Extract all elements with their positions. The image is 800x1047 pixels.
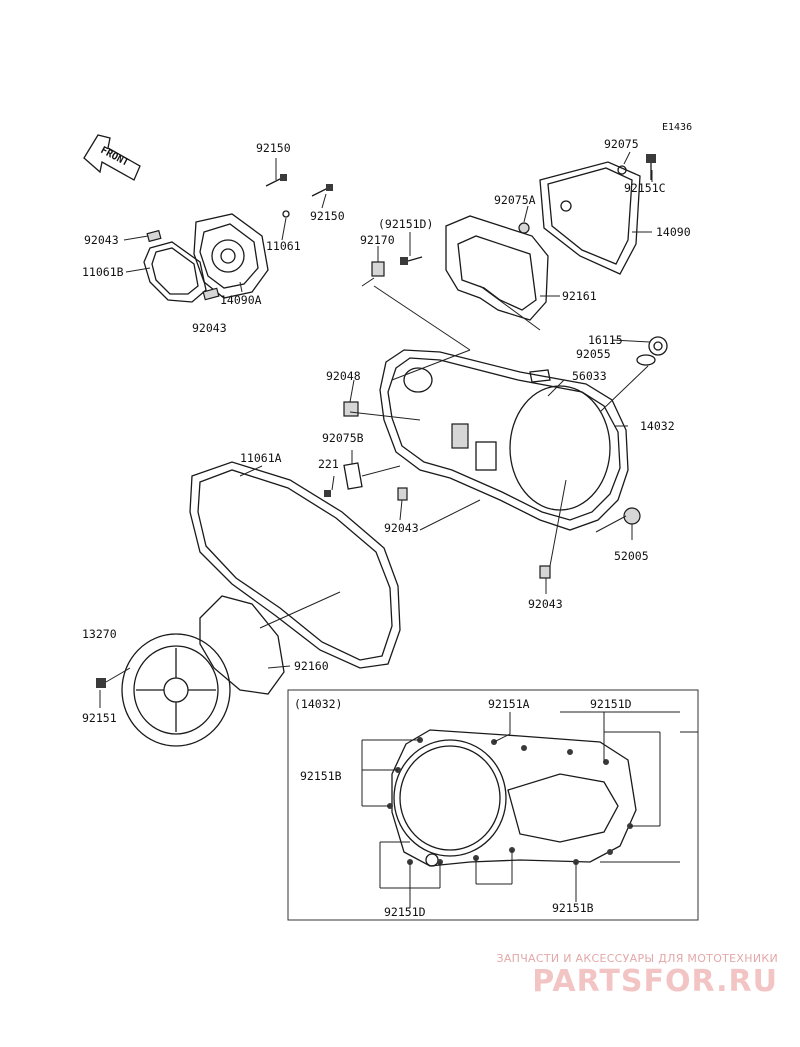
label-92151b-bottom: 92151B [552, 901, 594, 915]
plate-92160 [199, 595, 285, 695]
label-92043-top: 92043 [84, 233, 119, 247]
label-11061: 11061 [266, 239, 301, 253]
bolt-92150-left [265, 174, 287, 187]
label-14032: 14032 [640, 419, 675, 433]
label-13270: 13270 [82, 627, 117, 641]
bolt-92151 [96, 678, 106, 688]
inset-label: (14032) [294, 697, 342, 711]
label-11061a: 11061A [240, 451, 282, 465]
washer-92075 [617, 165, 627, 175]
leader-lines [99, 151, 653, 708]
label-11061b: 11061B [82, 265, 124, 279]
label-92043-bottom: 92043 [528, 597, 563, 611]
label-92075a: 92075A [494, 193, 536, 207]
cover-13270 [121, 633, 231, 747]
label-92170: 92170 [360, 233, 395, 247]
label-92075: 92075 [604, 137, 639, 151]
label-92055: 92055 [576, 347, 611, 361]
bolt-92151d-top [400, 256, 423, 265]
bushing-92048 [343, 401, 359, 417]
label-14090: 14090 [656, 225, 691, 239]
label-52005: 52005 [614, 549, 649, 563]
oring-92055 [636, 354, 656, 366]
label-92151a: 92151A [488, 697, 530, 711]
label-221: 221 [318, 457, 339, 471]
dowel-92043-bottom [202, 287, 220, 301]
inset-leader-lines [361, 711, 698, 908]
label-92048: 92048 [326, 369, 361, 383]
bolt-92150-right [311, 184, 333, 197]
bracket-92075b [343, 462, 363, 490]
gasket-11061b [143, 241, 207, 303]
oring-11061 [282, 210, 290, 218]
label-92150-right: 92150 [310, 209, 345, 223]
label-92075b: 92075B [322, 431, 364, 445]
label-14090a: 14090A [220, 293, 262, 307]
dowel-92043-top [146, 229, 162, 243]
pump-cover-14090a [193, 213, 269, 299]
label-92151b-left: 92151B [300, 769, 342, 783]
label-92151d-top: 92151D [590, 697, 632, 711]
label-16115: 16115 [588, 333, 623, 347]
washer-92075a [518, 222, 530, 234]
label-92151: 92151 [82, 711, 117, 725]
label-92151d-paren: (92151D) [378, 217, 433, 231]
clamp-92170 [371, 261, 385, 277]
inset-cover-14032 [387, 729, 637, 867]
inset-box [287, 689, 699, 921]
dowel-92043-right [539, 565, 551, 579]
gasket-11061a [189, 461, 401, 669]
label-92043-left: 92043 [192, 321, 227, 335]
cover-14090 [539, 161, 641, 275]
watermark-logo: PARTSFOR.RU [532, 964, 778, 999]
watermark: ЗАПЧАСТИ И АКСЕССУАРЫ ДЛЯ МОТОТЕХНИКИ PA… [496, 952, 778, 999]
front-label: FRONT [99, 145, 131, 169]
label-92151c: 92151C [624, 181, 666, 195]
front-arrow-icon: FRONT [83, 134, 141, 181]
cap-52005 [623, 507, 641, 525]
watermark-subtitle: ЗАПЧАСТИ И АКСЕССУАРЫ ДЛЯ МОТОТЕХНИКИ [496, 952, 778, 965]
label-92150-top: 92150 [256, 141, 291, 155]
label-92161: 92161 [562, 289, 597, 303]
label-92151d-bottom: 92151D [384, 905, 426, 919]
bolt-221 [324, 490, 331, 497]
plug-16115 [648, 336, 668, 356]
label-56033: 56033 [572, 369, 607, 383]
diagram-code: E1436 [662, 122, 692, 133]
plate-92161 [445, 215, 549, 321]
dowel-92043-center [397, 487, 408, 501]
label-92160: 92160 [294, 659, 329, 673]
label-92043-center: 92043 [384, 521, 419, 535]
bolt-92151c [646, 154, 656, 180]
